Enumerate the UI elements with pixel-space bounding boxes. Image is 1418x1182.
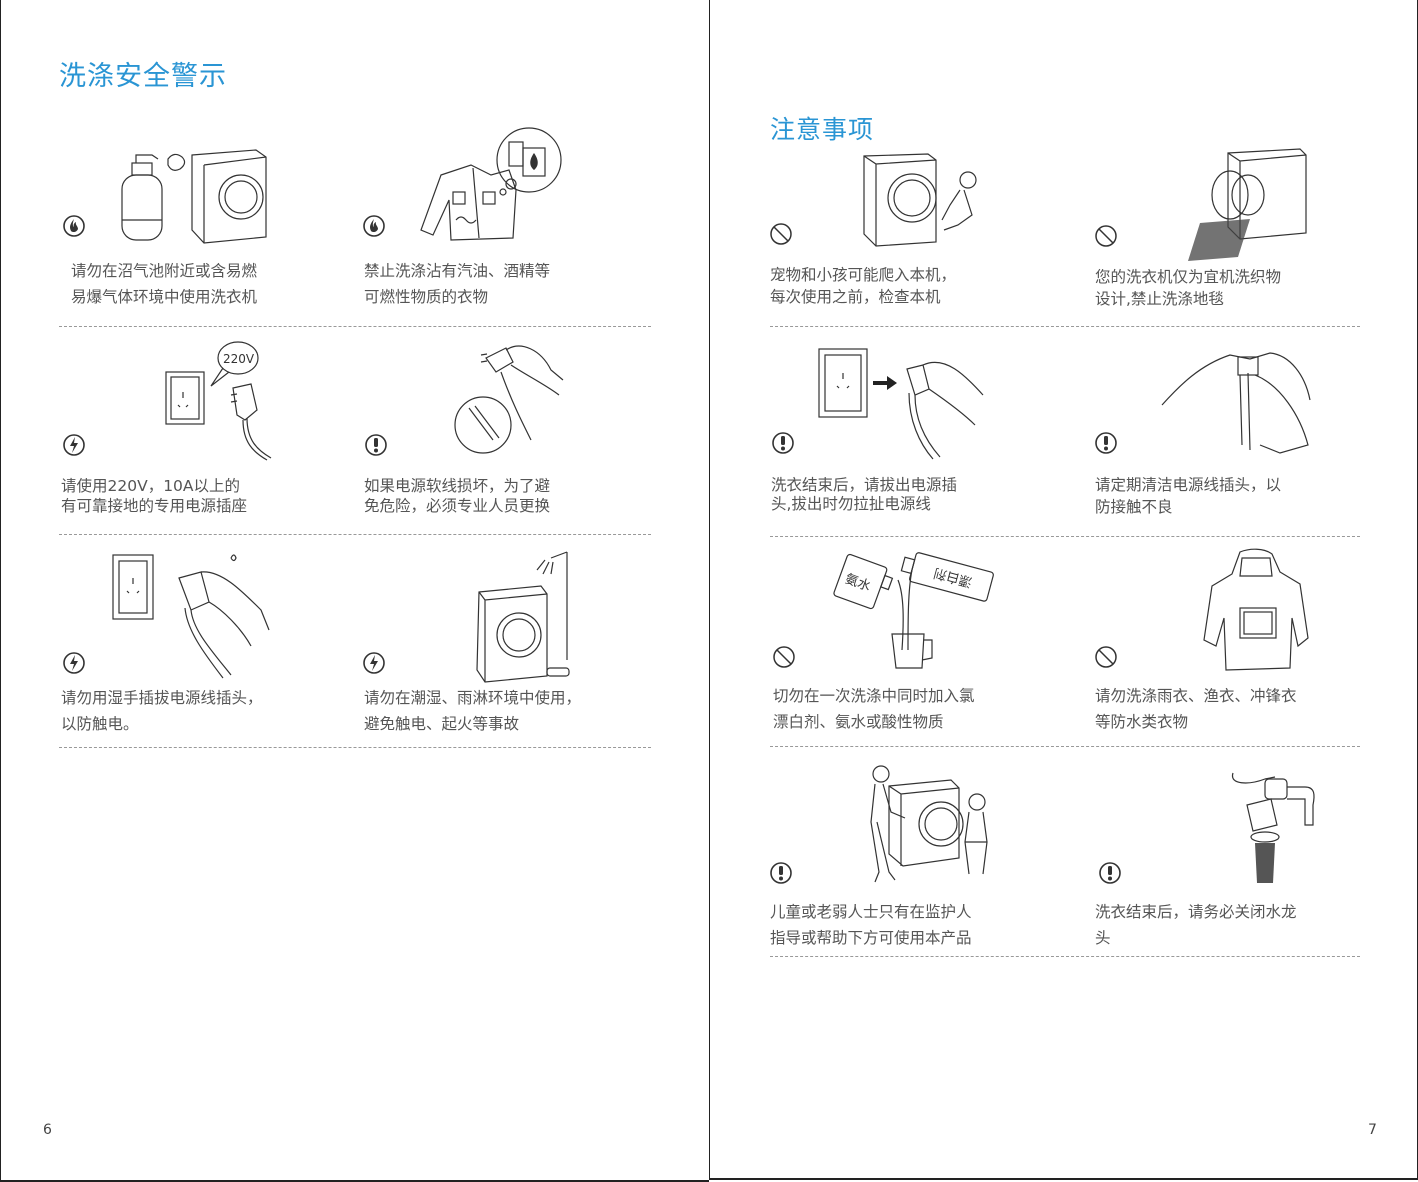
illustration-wet-hand-plug xyxy=(111,550,271,684)
warning-text-line: 禁止洗涤沾有汽油、酒精等 xyxy=(364,262,551,280)
illustration-unplug-from-socket xyxy=(815,345,995,464)
warning-text-line: 避免触电、起火等事故 xyxy=(364,715,520,733)
page-title: 注意事项 xyxy=(770,115,875,144)
caution-text-line: 头 xyxy=(1095,929,1111,947)
warning-text-line: 请使用220V，10A以上的 xyxy=(61,477,241,495)
warning-text-line: 请勿在潮湿、雨淋环境中使用， xyxy=(364,689,582,707)
illustration-gas-tank-and-washer xyxy=(116,145,276,249)
bottle-label-bleach: 漂白剂 xyxy=(932,565,974,591)
prohibited-icon xyxy=(1095,646,1117,668)
right-page: 注意事项 宠物和小孩可能爬入本机， 每次使用之前，检查本机 xyxy=(709,0,1418,1180)
caution-text-line: 请定期清洁电源线插头，以 xyxy=(1095,476,1282,494)
dashed-divider xyxy=(59,326,651,327)
page-number: 7 xyxy=(1368,1122,1377,1138)
warning-text-line: 免危险，必须专业人员更换 xyxy=(364,497,551,515)
dashed-divider xyxy=(59,747,651,748)
voltage-badge: 220V xyxy=(223,352,255,366)
warning-text-line: 易爆气体环境中使用洗衣机 xyxy=(71,288,258,306)
caution-text-line: 头,拔出时勿拉扯电源线 xyxy=(771,495,931,513)
warning-text-line: 以防触电。 xyxy=(61,715,139,733)
illustration-washer-with-carpet xyxy=(1170,145,1310,264)
caution-text-line: 每次使用之前，检查本机 xyxy=(770,288,941,306)
page-number: 6 xyxy=(43,1122,52,1138)
warning-text-line: 有可靠接地的专用电源插座 xyxy=(61,497,248,515)
warning-text-line: 如果电源软线损坏，为了避 xyxy=(364,477,551,495)
page-title: 洗涤安全警示 xyxy=(59,61,227,92)
fire-icon xyxy=(63,215,85,237)
caution-text-line: 洗衣结束后，请务必关闭水龙 xyxy=(1095,903,1297,921)
lightning-icon xyxy=(63,434,85,456)
caution-text-line: 请勿洗涤雨衣、渔衣、冲锋衣 xyxy=(1095,687,1297,705)
left-page: 洗涤安全警示 请勿在沼气池附近或含易燃 易爆气体环境中使用洗衣机 xyxy=(0,0,709,1182)
exclamation-icon xyxy=(1095,432,1117,454)
bottle-label-ammonia: 氨水 xyxy=(843,572,873,595)
warning-text-line: 可燃性物质的衣物 xyxy=(364,288,489,306)
illustration-child-climbing-washer xyxy=(860,150,990,254)
lightning-icon xyxy=(63,652,85,674)
prohibited-icon xyxy=(1095,225,1117,247)
illustration-wall-socket-plug: 220V xyxy=(161,340,301,464)
caution-text-line: 等防水类衣物 xyxy=(1095,713,1189,731)
caution-text-line: 洗衣结束后，请拔出电源插 xyxy=(771,476,958,494)
lightning-icon xyxy=(363,652,385,674)
dashed-divider xyxy=(770,956,1360,957)
illustration-stained-jacket-flammables xyxy=(411,120,571,249)
illustration-raincoat xyxy=(1200,548,1310,677)
caution-text-line: 设计,禁止洗涤地毯 xyxy=(1095,290,1224,308)
dashed-divider xyxy=(770,326,1360,327)
exclamation-icon xyxy=(1099,862,1121,884)
caution-text-line: 切勿在一次洗涤中同时加入氯 xyxy=(773,687,975,705)
dashed-divider xyxy=(59,534,651,535)
caution-text-line: 您的洗衣机仅为宜机洗织物 xyxy=(1095,268,1282,286)
caution-text-line: 儿童或老弱人士只有在监护人 xyxy=(770,903,972,921)
illustration-cleaning-plug xyxy=(1160,345,1315,459)
dashed-divider xyxy=(770,536,1360,537)
exclamation-icon xyxy=(365,434,387,456)
caution-text-line: 指导或帮助下方可使用本产品 xyxy=(770,929,972,947)
warning-text-line: 请勿用湿手插拔电源线插头， xyxy=(61,689,263,707)
fire-icon xyxy=(363,215,385,237)
illustration-mixing-chemicals: 氨水 漂白剂 xyxy=(832,550,1002,674)
prohibited-icon xyxy=(770,223,792,245)
warning-text-line: 请勿在沼气池附近或含易燃 xyxy=(71,262,258,280)
dashed-divider xyxy=(770,746,1360,747)
caution-text-line: 漂白剂、氨水或酸性物质 xyxy=(773,713,944,731)
prohibited-icon xyxy=(773,646,795,668)
illustration-damaged-cord xyxy=(451,340,571,464)
caution-text-line: 防接触不良 xyxy=(1095,498,1173,516)
exclamation-icon xyxy=(772,432,794,454)
illustration-washer-under-shower xyxy=(471,550,591,689)
illustration-adult-and-child-at-washer xyxy=(865,762,995,891)
illustration-water-tap xyxy=(1225,765,1320,894)
caution-text-line: 宠物和小孩可能爬入本机， xyxy=(770,266,957,284)
exclamation-icon xyxy=(770,862,792,884)
